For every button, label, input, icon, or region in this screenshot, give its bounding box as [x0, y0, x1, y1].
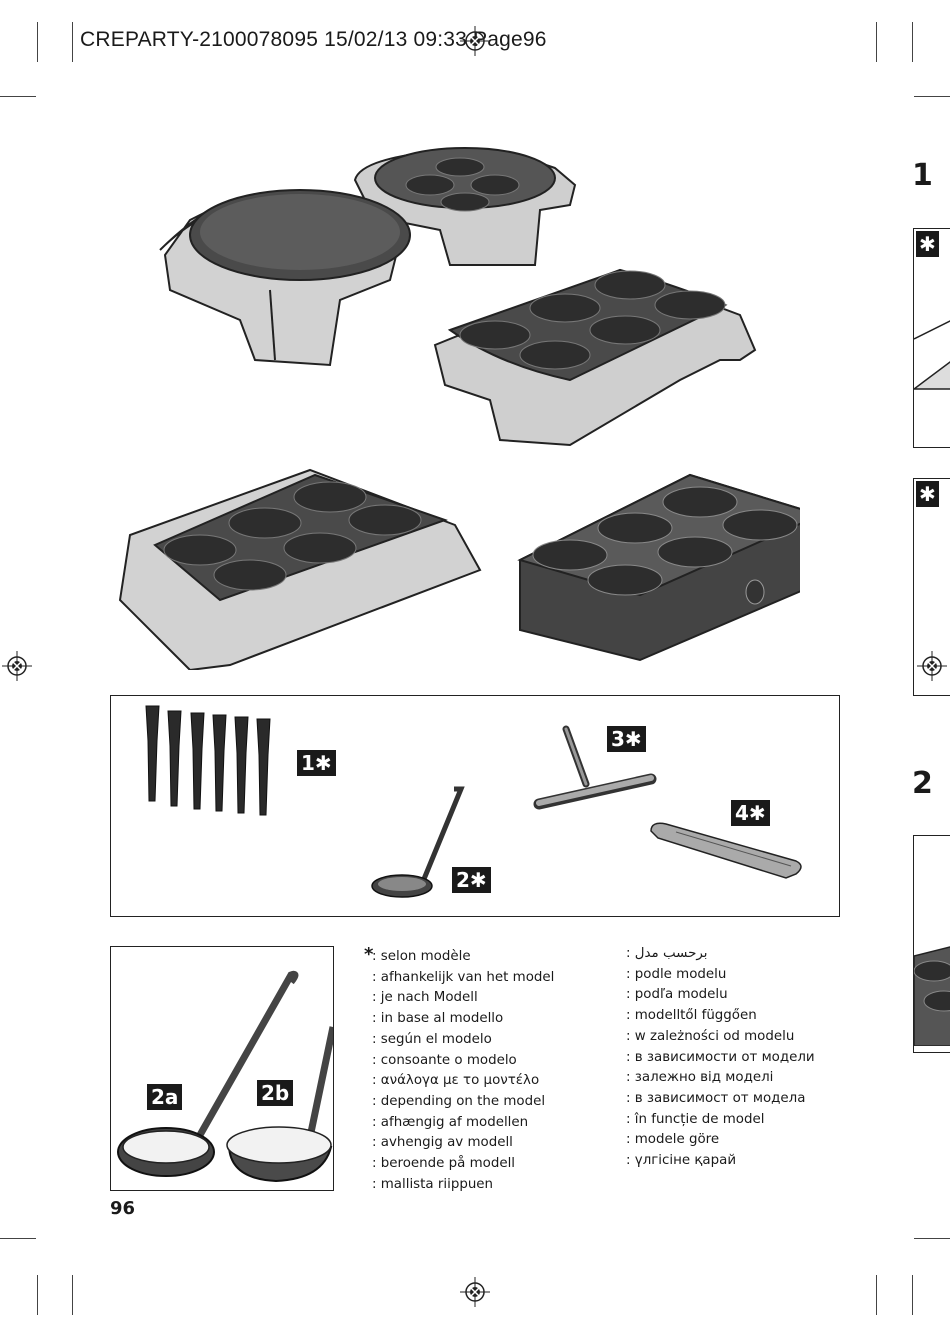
ladles-illustration — [117, 970, 333, 1183]
legend-item: : podle modelu — [626, 966, 727, 982]
spatula-illustration — [650, 822, 802, 879]
legend-item: : mallista riippuen — [372, 1176, 494, 1192]
legend-item: : avhengig av modell — [372, 1135, 513, 1151]
registration-mark-icon — [2, 651, 32, 681]
adjacent-panel — [913, 835, 950, 1053]
registration-mark-icon — [460, 1277, 490, 1307]
crop-mark — [0, 1238, 36, 1239]
crop-mark — [37, 22, 38, 62]
legend-item: : залежно від моделі — [626, 1070, 774, 1086]
legend-item: : в зависимост от модела — [626, 1090, 806, 1106]
legend-item: : în funcție de model — [626, 1111, 765, 1127]
legend-item: : según el modelo — [372, 1031, 492, 1047]
legend-item: : podľa modelu — [626, 987, 728, 1003]
four-well-crepe-maker — [353, 147, 577, 266]
legend-item: : in base al modello — [372, 1011, 504, 1027]
registration-mark-icon — [460, 26, 490, 56]
asterisk-badge: ✱ — [916, 231, 939, 257]
legend-column-2: : برحسب مدل : podle modelu : podľa model… — [626, 944, 815, 1172]
legend-item: : үлгісіне қарай — [626, 1153, 737, 1169]
adjacent-panel: ✱ — [913, 228, 950, 448]
crop-mark — [72, 1275, 73, 1315]
ladle-tag-2b: 2b — [257, 1080, 294, 1106]
crop-mark — [914, 96, 950, 97]
legend-column-1: : selon modèle : afhankelijk van het mod… — [372, 947, 554, 1195]
legend-item: : modelltől függően — [626, 1008, 757, 1024]
legend-asterisk: * — [364, 944, 374, 965]
ladle-illustration — [371, 786, 465, 898]
legend-item: : je nach Modell — [372, 990, 478, 1006]
legend-item: : depending on the model — [372, 1093, 546, 1109]
legend-item: : consoante o modelo — [372, 1052, 517, 1068]
six-well-raised-crepe-maker — [433, 268, 757, 447]
page-number: 96 — [110, 1198, 136, 1219]
accessory-tag-4: 4✱ — [731, 800, 770, 826]
crop-mark — [0, 96, 36, 97]
crepe-spatulas-illustration — [145, 705, 271, 816]
step-number-2: 2 — [912, 766, 933, 801]
registration-mark-icon — [917, 651, 947, 681]
batter-spreader-illustration — [533, 725, 657, 810]
adjacent-panel: ✱ — [913, 478, 950, 696]
ladle-tag-2a: 2a — [147, 1084, 183, 1110]
legend-item: : selon modèle — [372, 949, 471, 964]
crop-mark — [72, 22, 73, 62]
six-well-box-crepe-maker — [517, 473, 800, 662]
accessory-tag-3: 3✱ — [607, 726, 646, 752]
crop-mark — [876, 1275, 877, 1315]
legend-item: : modele göre — [626, 1132, 720, 1148]
crop-mark — [914, 1238, 950, 1239]
legend-item: : w zależności od modelu — [626, 1028, 795, 1044]
asterisk-badge: ✱ — [916, 481, 939, 507]
legend-item: : ανάλογα με το μοντέλο — [372, 1073, 540, 1089]
appliances-illustration — [118, 147, 800, 670]
legend-item: : в зависимости от модели — [626, 1049, 815, 1065]
crop-mark — [876, 22, 877, 62]
legend-item: : برحسب مدل — [626, 946, 708, 961]
crop-mark — [912, 1275, 913, 1315]
single-plate-crepe-maker — [159, 189, 411, 367]
legend-item: : afhængig af modellen — [372, 1114, 529, 1130]
accessory-tag-1: 1✱ — [297, 750, 336, 776]
step-number-1: 1 — [912, 158, 933, 193]
crop-mark — [912, 22, 913, 62]
accessory-tag-2: 2✱ — [452, 867, 491, 893]
legend-item: : afhankelijk van het model — [372, 969, 555, 985]
accessories-panel: 1✱ 2✱ 3✱ 4✱ — [110, 695, 840, 917]
ladles-panel: 2a 2b — [110, 946, 334, 1191]
legend-item: : beroende på modell — [372, 1156, 516, 1172]
slug-line: CREPARTY-2100078095 15/02/13 09:33 Page9… — [80, 28, 547, 51]
crop-mark — [37, 1275, 38, 1315]
six-well-flat-crepe-maker — [118, 468, 482, 670]
